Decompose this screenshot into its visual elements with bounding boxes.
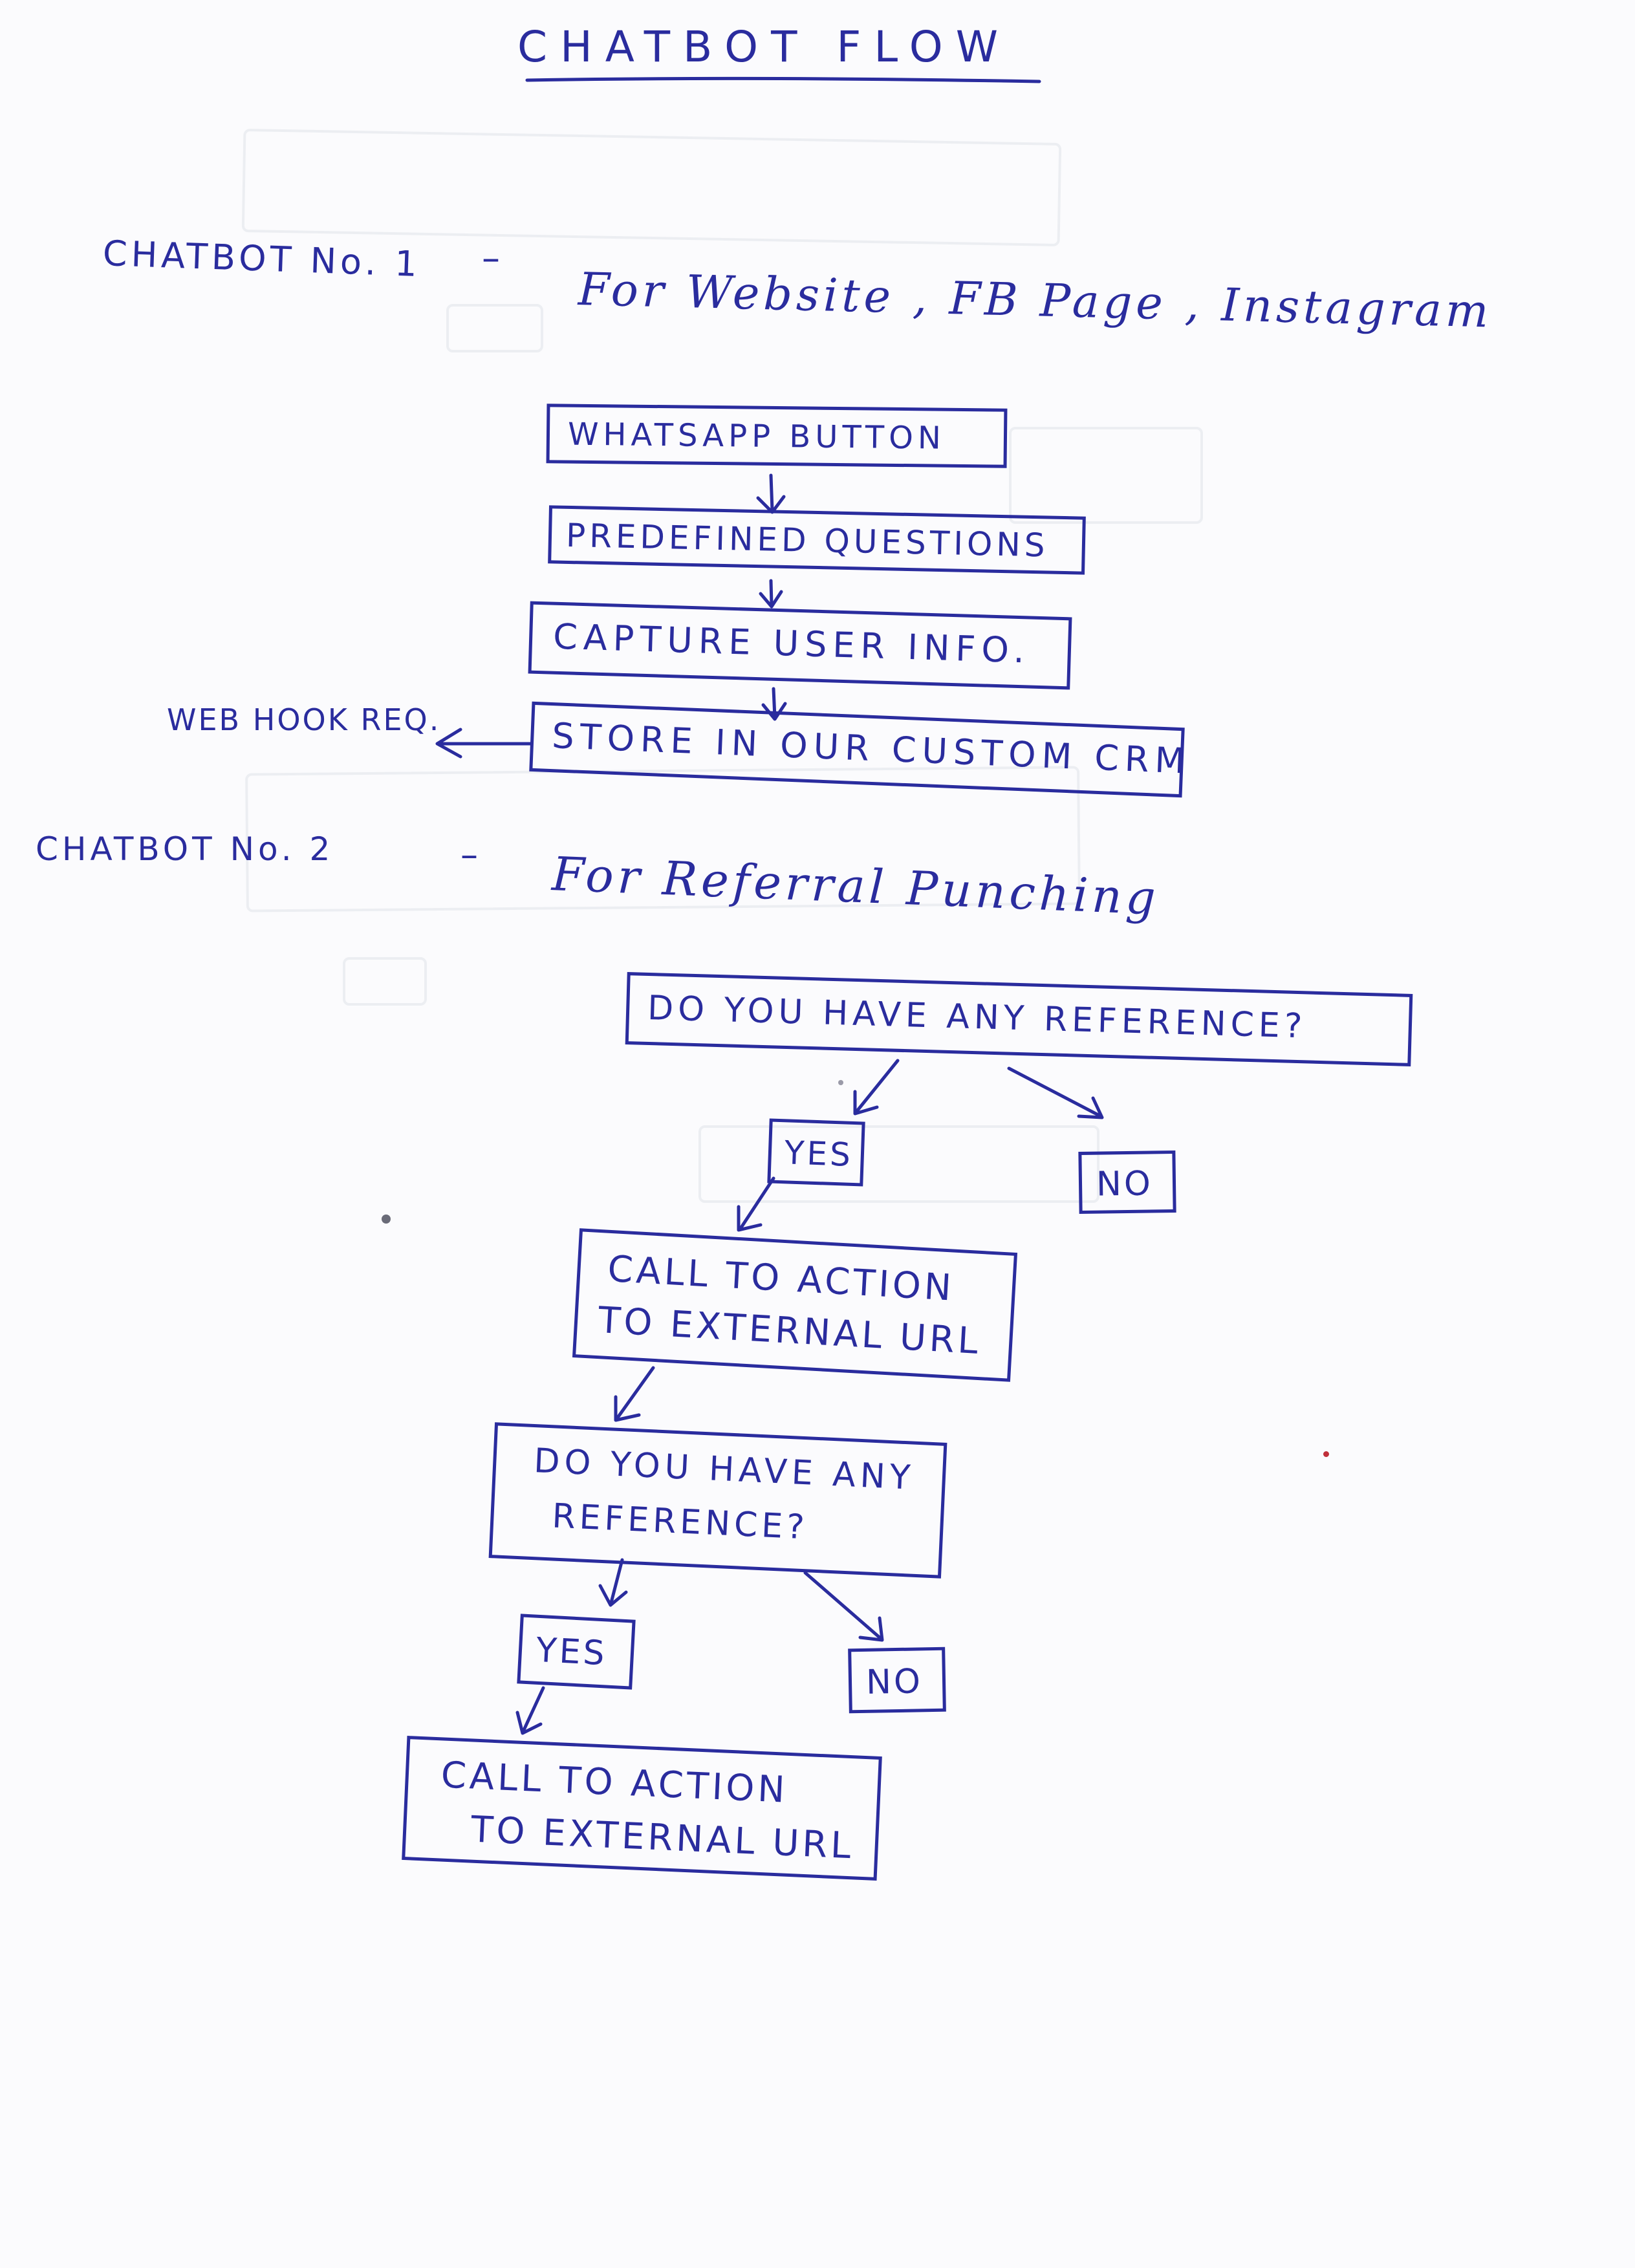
arrow-yes2-to-action2	[515, 1686, 545, 1735]
page-title: CHATBOT FLOW	[517, 22, 1012, 72]
arrow-questions-to-capture	[759, 579, 783, 609]
show-through-box	[698, 1125, 1099, 1203]
arrow-action1-to-question2	[614, 1366, 655, 1422]
arrow-yes1-to-action1	[737, 1176, 775, 1232]
arrow-question2-to-yes	[598, 1558, 628, 1607]
show-through-box	[343, 957, 427, 1006]
webhook-request-note: WEB HOOK REQ.	[167, 702, 441, 737]
paper-speck	[838, 1080, 843, 1085]
arrow-question2-to-no	[803, 1571, 884, 1642]
chatbot-2-label: CHATBOT No. 2	[36, 830, 334, 868]
arrow-capture-to-store	[761, 687, 787, 721]
paper-speck	[382, 1215, 391, 1224]
chatbot-1-dash: –	[482, 237, 500, 279]
paper-speck	[1323, 1451, 1329, 1457]
show-through-box	[446, 304, 543, 352]
chatbot-2-dash: –	[460, 834, 478, 875]
arrow-question1-to-no	[1007, 1066, 1104, 1119]
arrow-question1-to-yes	[853, 1059, 900, 1116]
arrow-whatsapp-to-questions	[756, 473, 786, 514]
arrow-store-to-webhook	[435, 728, 532, 759]
show-through-box	[1009, 427, 1203, 524]
